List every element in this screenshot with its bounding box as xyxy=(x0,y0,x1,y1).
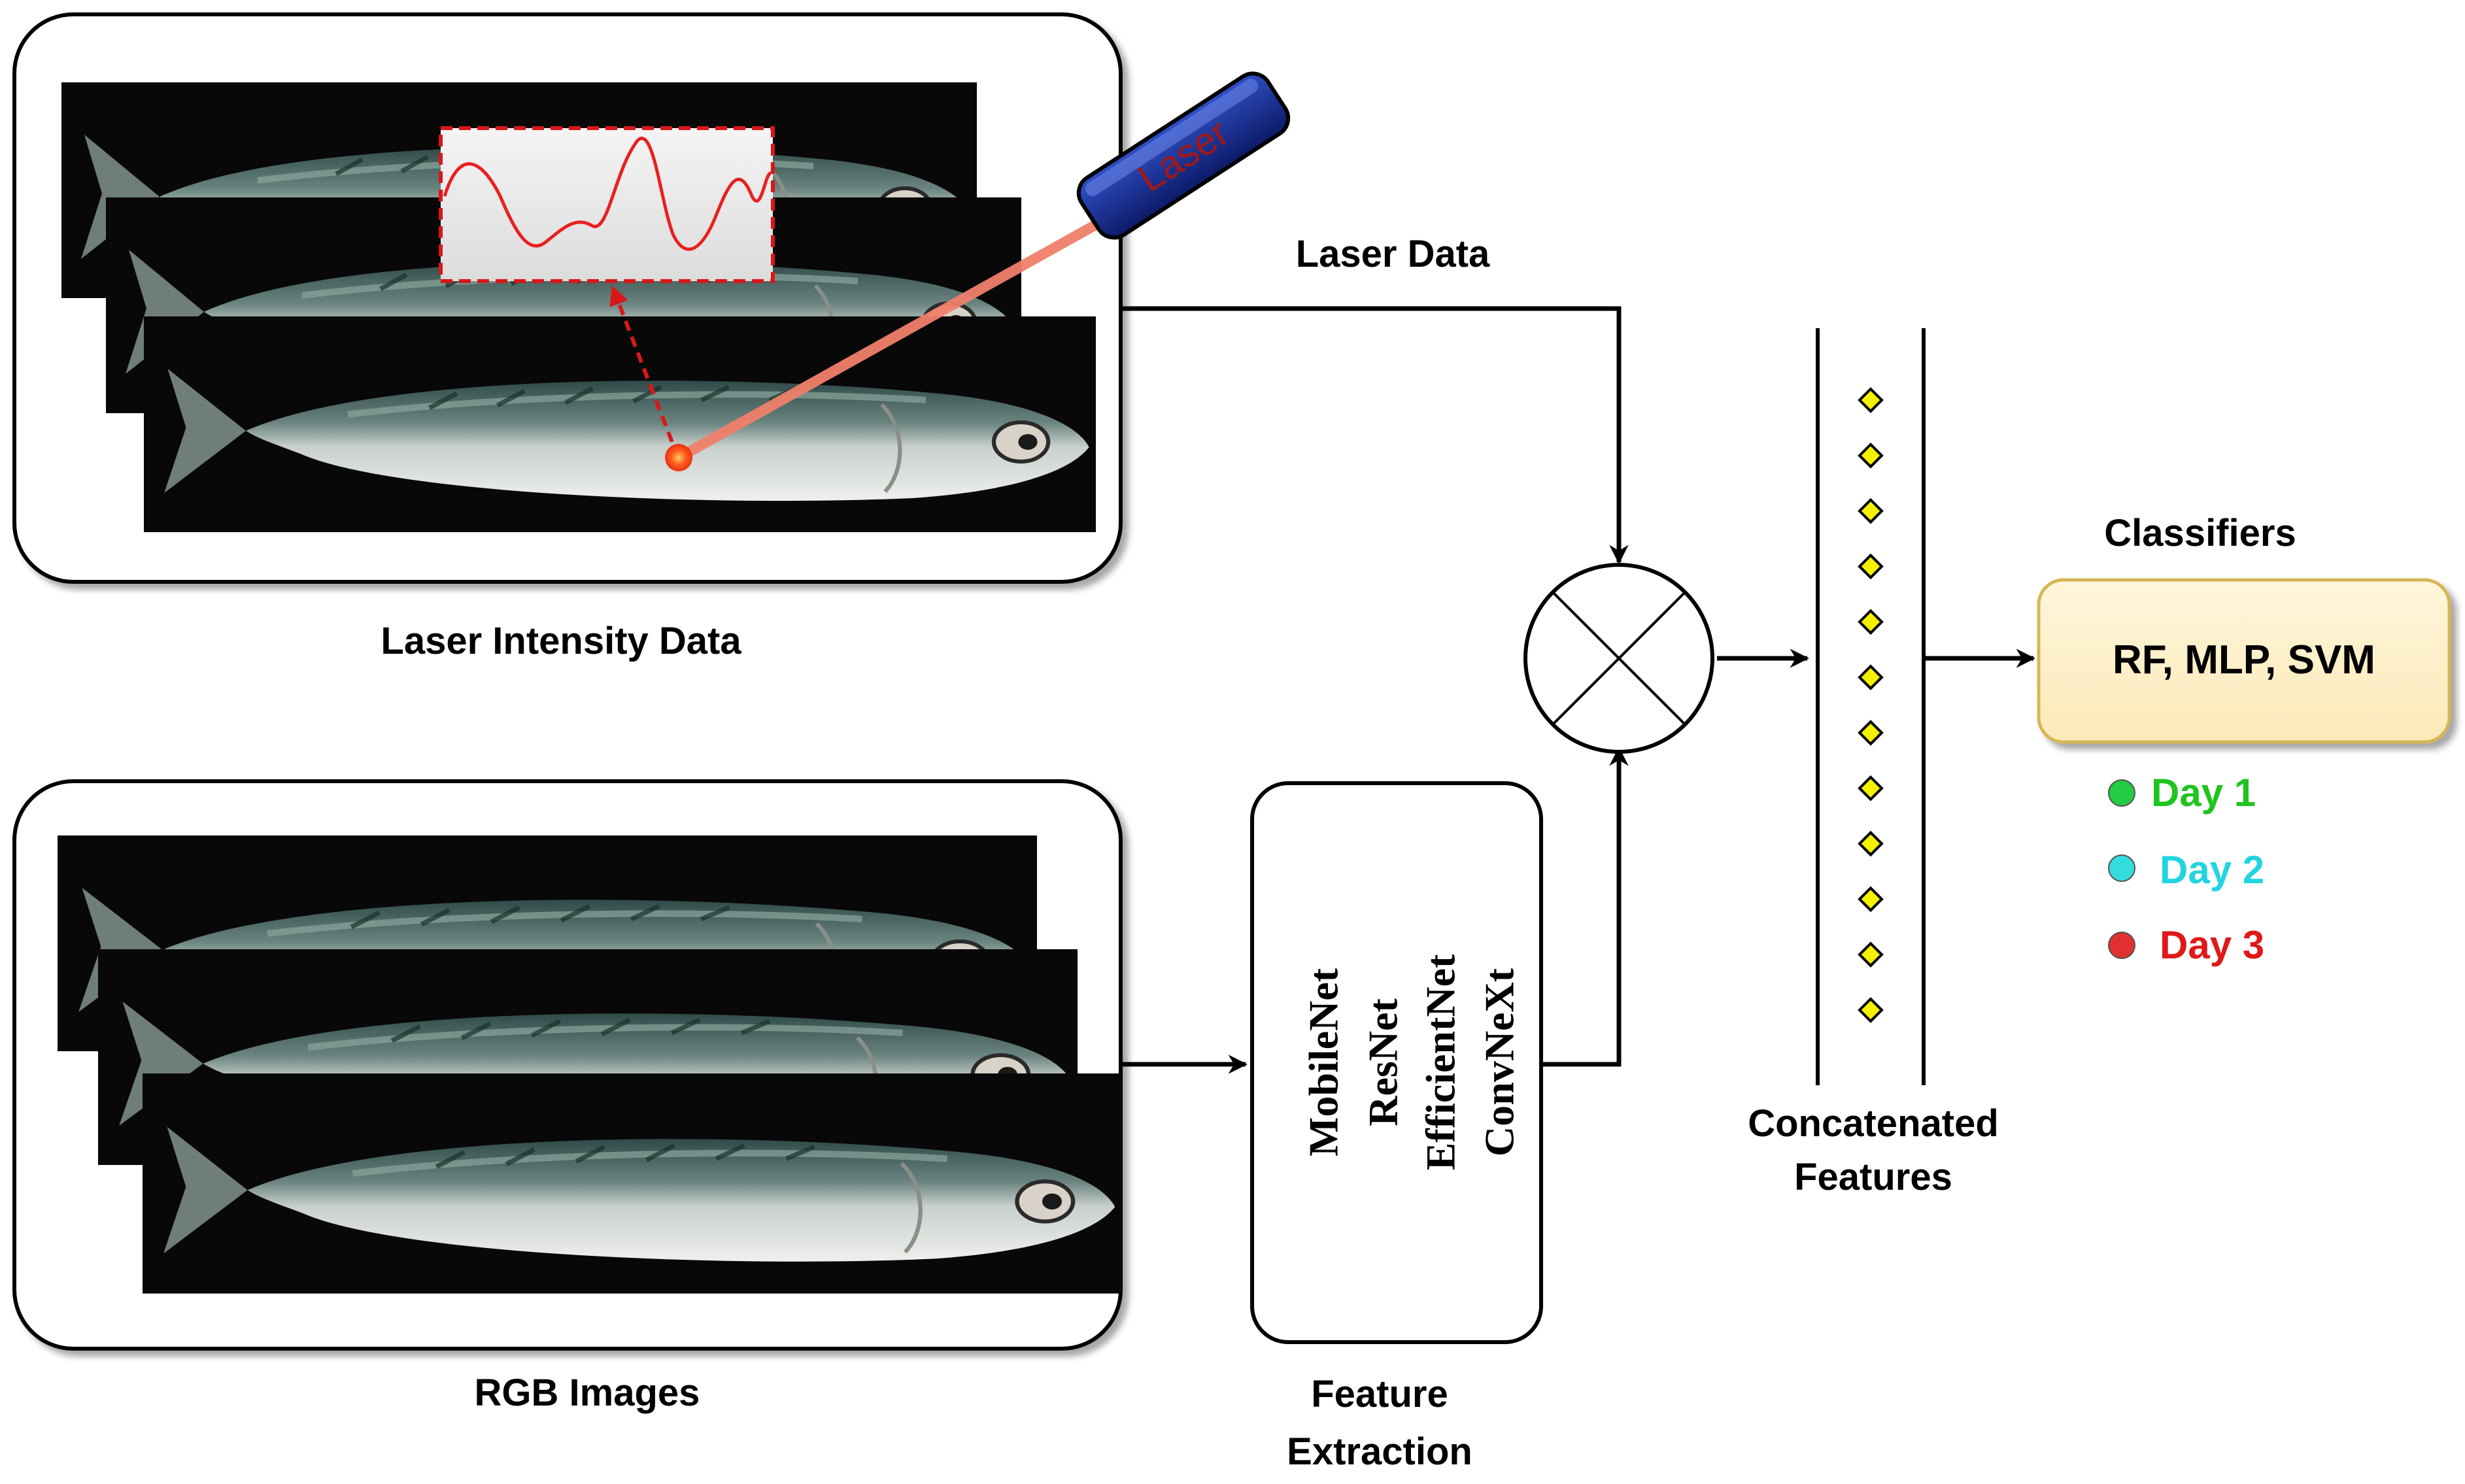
feature-extraction-box: MobileNet ResNet EfficientNet ConvNeXt xyxy=(1250,781,1543,1344)
model-convnext: ConvNeXt xyxy=(1476,968,1523,1156)
feature-diamond xyxy=(1858,442,1884,469)
rgb-images-panel: RGB Images xyxy=(12,779,1122,1414)
legend-dot-day-3 xyxy=(2108,932,2135,959)
feature-diamond xyxy=(1858,720,1884,746)
feature-extraction-caption-line1: Feature xyxy=(1311,1373,1448,1415)
laser-intensity-panel: Laser Laser Intensity Data xyxy=(12,12,1291,662)
feature-diamond xyxy=(1858,941,1884,968)
laser-beam xyxy=(676,203,1129,462)
day-legend: Day 1 Day 2 Day 3 xyxy=(2108,771,2264,967)
feature-diamond xyxy=(1858,830,1884,857)
classifier-names: RF, MLP, SVM xyxy=(2113,637,2375,683)
model-resnet: ResNet xyxy=(1360,998,1406,1126)
classifier-box: RF, MLP, SVM xyxy=(2037,578,2451,744)
feature-diamonds xyxy=(1858,387,1884,1023)
feature-diamond xyxy=(1858,775,1884,801)
legend-dot-day-2 xyxy=(2108,854,2135,882)
legend-day-1: Day 1 xyxy=(2108,771,2256,815)
feature-diamond xyxy=(1858,553,1884,580)
laser-data-label: Laser Data xyxy=(1296,233,1490,275)
legend-dot-day-1 xyxy=(2108,779,2135,807)
laser-intensity-caption: Laser Intensity Data xyxy=(381,620,741,662)
concatenated-caption-line1: Concatenated xyxy=(1748,1102,1999,1145)
feature-diamond xyxy=(1858,997,1884,1023)
feature-diamond xyxy=(1858,609,1884,635)
model-mobilenet: MobileNet xyxy=(1300,968,1347,1156)
model-efficientnet: EfficientNet xyxy=(1418,954,1464,1170)
legend-label-day-2: Day 2 xyxy=(2160,848,2264,892)
intensity-curve xyxy=(443,137,773,251)
classifiers-title: Classifiers xyxy=(2104,512,2296,554)
measurement-link-arrow xyxy=(609,285,680,459)
legend-label-day-1: Day 1 xyxy=(2151,771,2256,815)
rgb-images-caption: RGB Images xyxy=(475,1372,700,1414)
feature-diamond xyxy=(1858,664,1884,690)
legend-day-3: Day 3 xyxy=(2108,923,2264,967)
fish-image-stack-rgb xyxy=(58,835,1122,1294)
connector-laser-to-fusion xyxy=(1121,306,1629,564)
laser-device: Laser xyxy=(1076,71,1291,240)
legend-day-2: Day 2 xyxy=(2108,848,2264,892)
feature-diamond xyxy=(1858,497,1884,524)
connector-extraction-to-fusion xyxy=(1541,747,1629,1067)
laser-spot xyxy=(665,444,692,471)
intensity-plot xyxy=(439,126,775,283)
concatenated-caption-line2: Features xyxy=(1794,1156,1952,1198)
concatenated-features xyxy=(1816,328,1926,1085)
fusion-node xyxy=(1523,563,1714,754)
legend-label-day-3: Day 3 xyxy=(2160,923,2264,967)
feature-diamond xyxy=(1858,886,1884,913)
feature-diamond xyxy=(1858,387,1884,413)
feature-extraction-caption-line2: Extraction xyxy=(1287,1430,1472,1473)
